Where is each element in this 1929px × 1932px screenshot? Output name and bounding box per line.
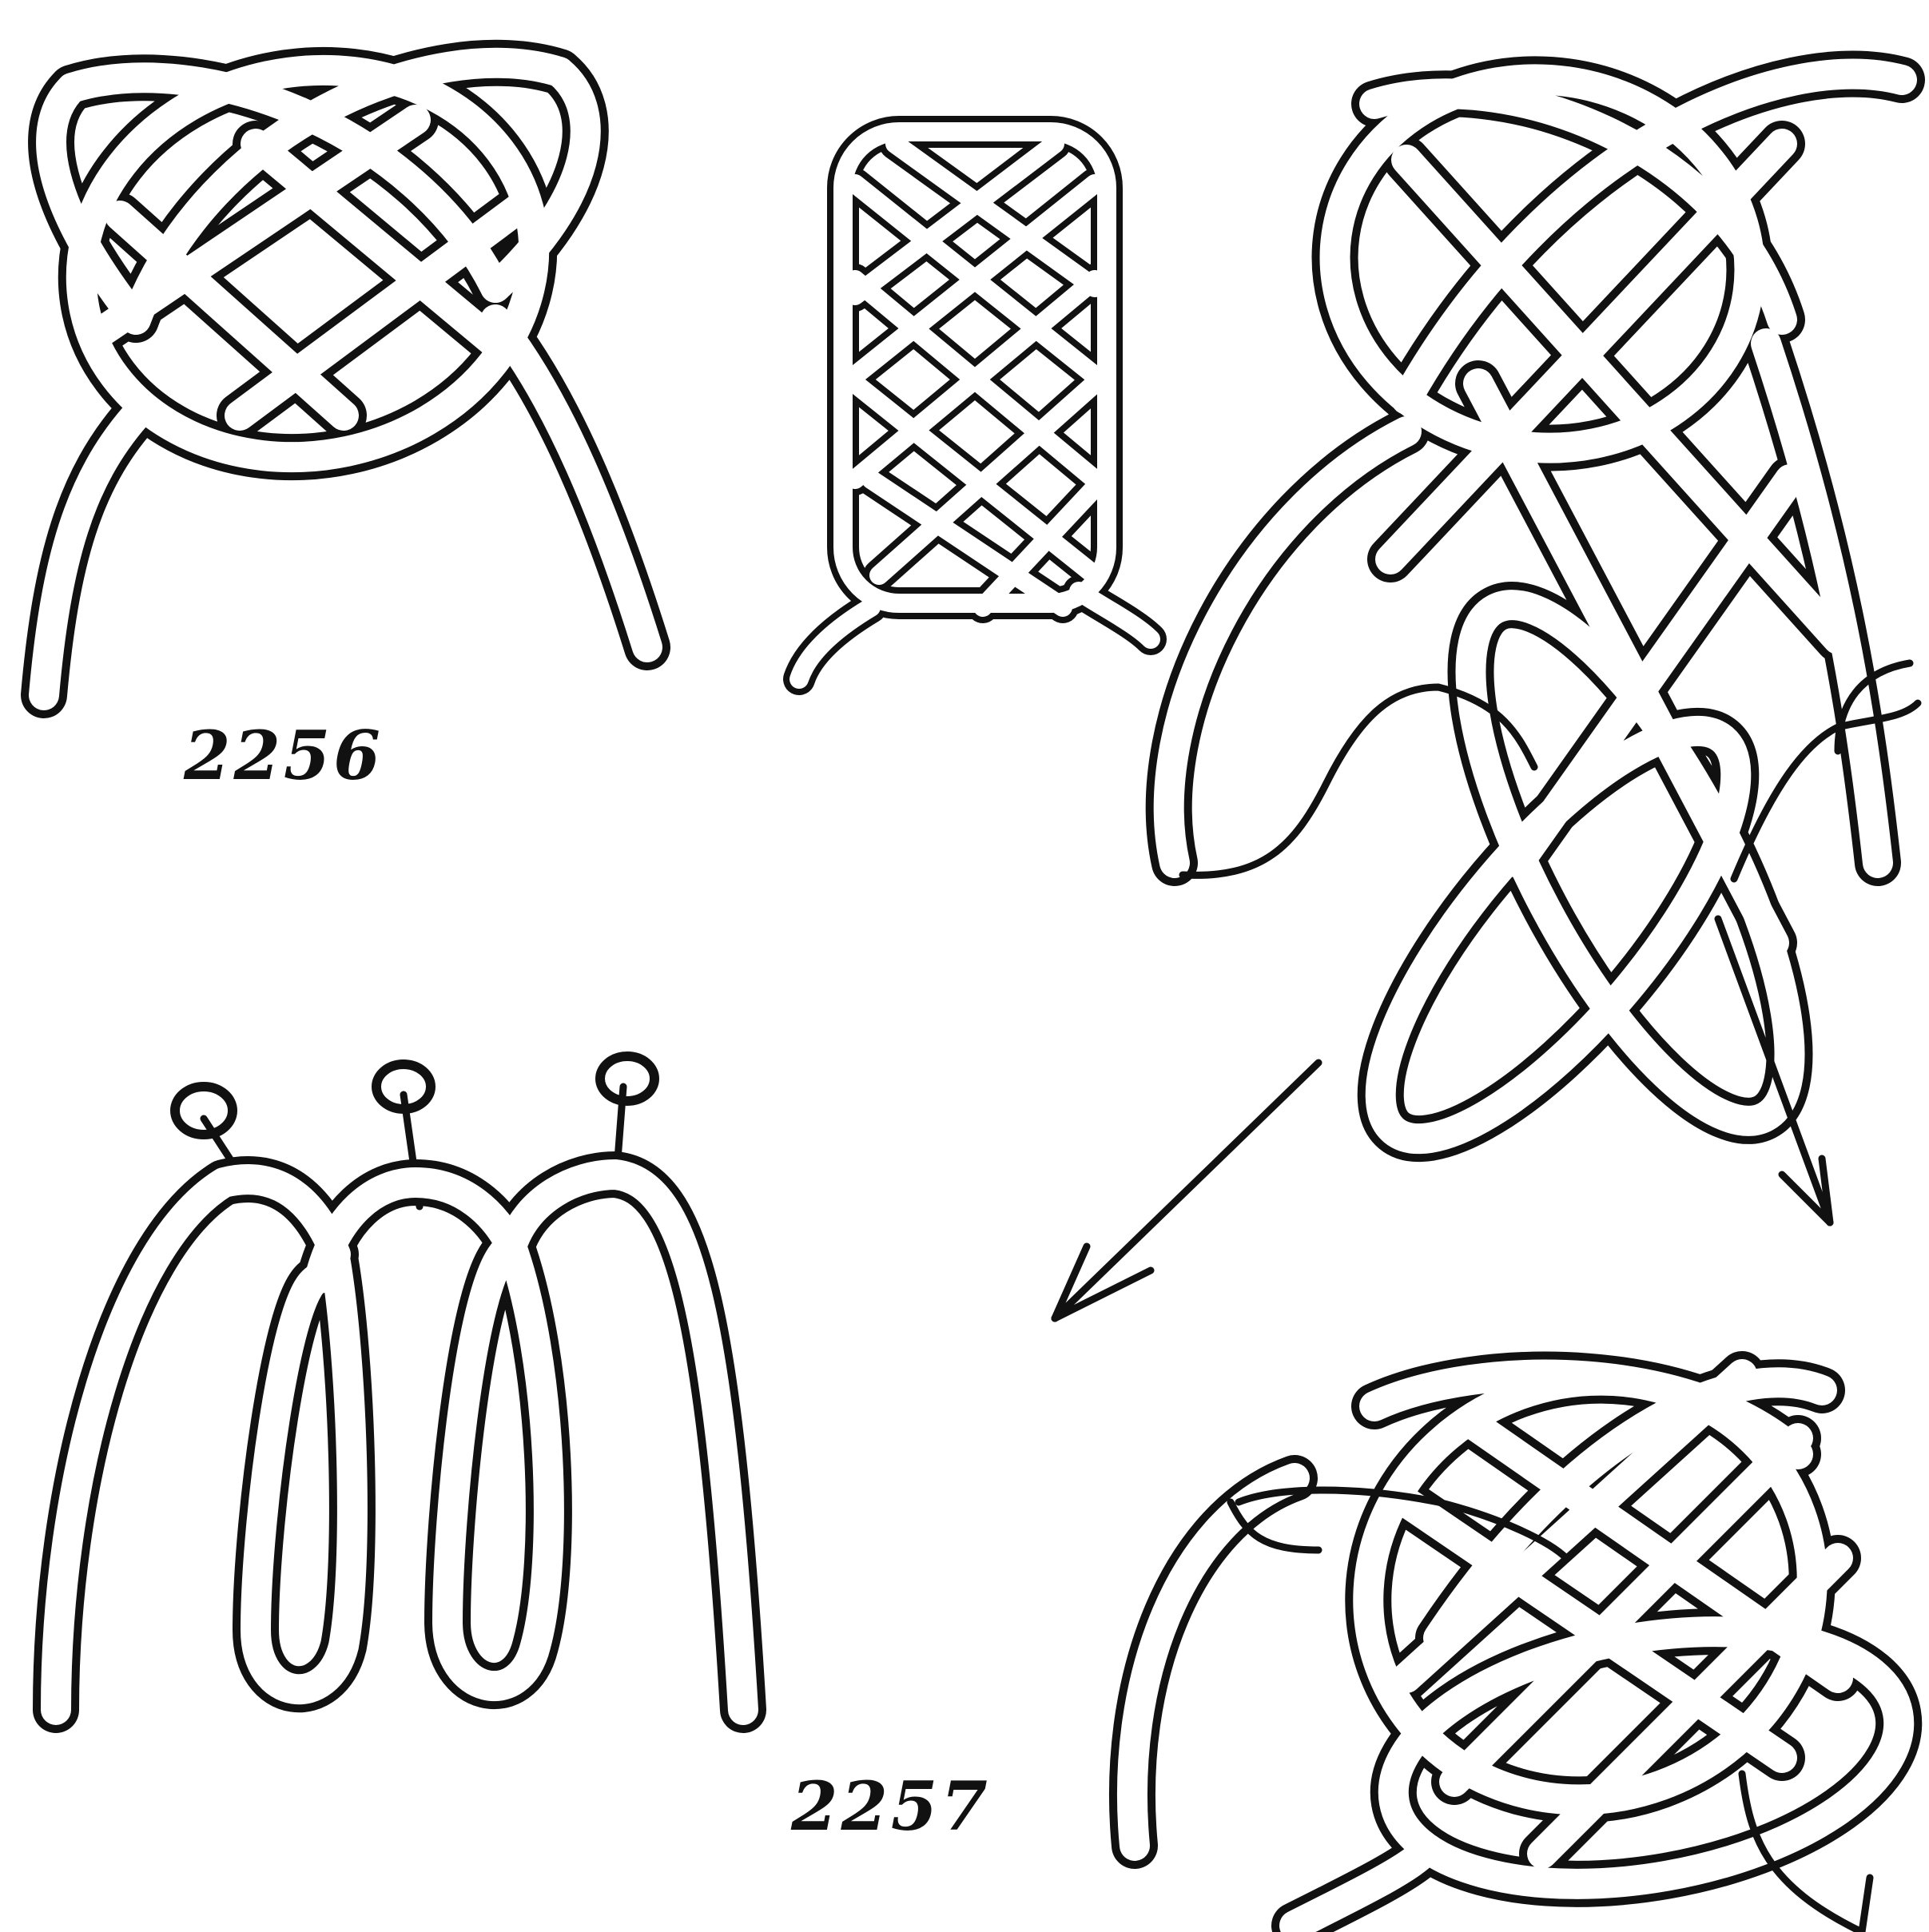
pin-head-icon <box>175 1087 233 1135</box>
knot-final-icon <box>1132 1318 1919 1932</box>
fig-2256-label: 2256 <box>183 716 384 795</box>
pin-head-icon <box>600 1056 654 1101</box>
knot-elongated-arrows-icon <box>1055 53 1918 1318</box>
fig-2257-label: 2257 <box>790 1767 991 1846</box>
fig-2256-knot-icon <box>44 29 647 695</box>
fig-2257-pinned-loops-icon <box>56 1056 743 1710</box>
sennit-braid-icon <box>799 132 1151 679</box>
